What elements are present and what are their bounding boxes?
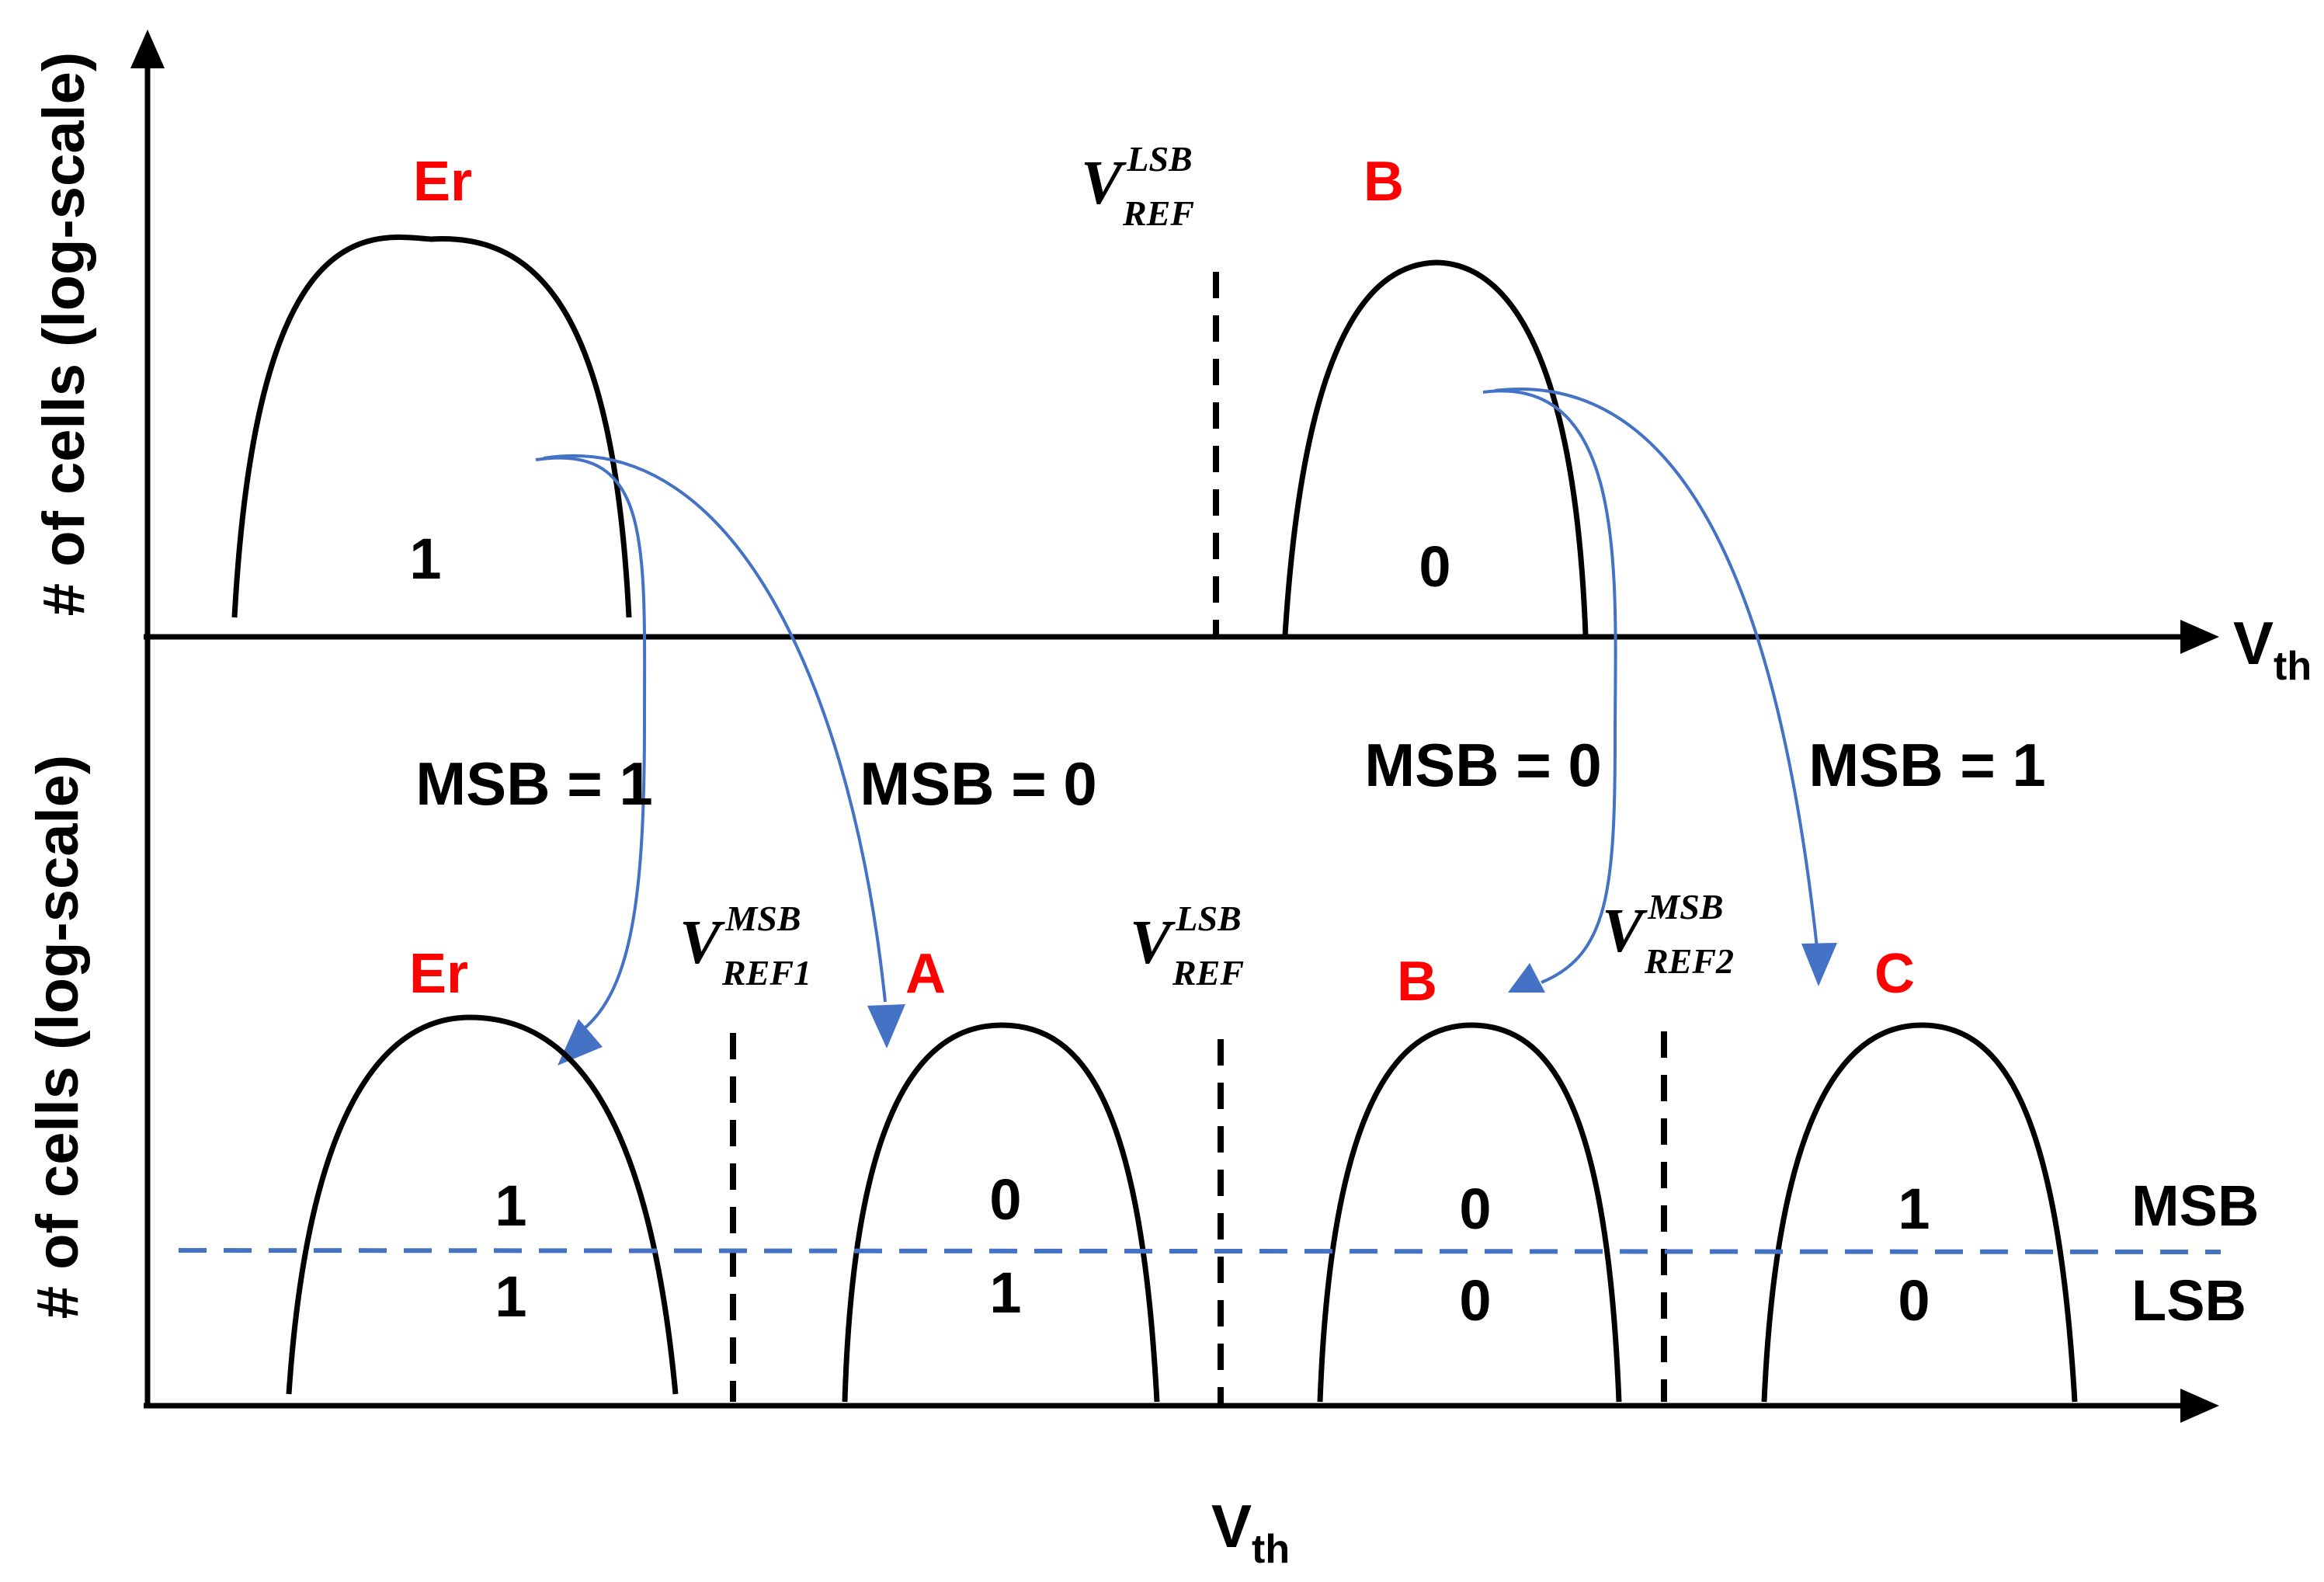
bottom-b-msb-bit: 0 bbox=[1459, 1177, 1491, 1241]
arrow-er-to-a bbox=[543, 454, 887, 1003]
bottom-er-distribution-curve bbox=[286, 1014, 679, 1395]
row-label-msb: MSB bbox=[2131, 1173, 2259, 1238]
top-er-bit: 1 bbox=[409, 527, 441, 591]
bottom-state-c-label: C bbox=[1874, 943, 1915, 1005]
arrow-b-to-b bbox=[1482, 389, 1617, 984]
bottom-a-lsb-bit: 1 bbox=[989, 1260, 1021, 1325]
msb-lsb-divider bbox=[178, 1248, 2222, 1254]
bottom-b-lsb-bit: 0 bbox=[1459, 1268, 1491, 1333]
top-x-axis-title: Vth bbox=[2233, 609, 2312, 689]
row-label-lsb: LSB bbox=[2131, 1268, 2246, 1333]
arrow-er-to-a-head bbox=[867, 1004, 905, 1048]
bottom-c-lsb-bit: 0 bbox=[1898, 1268, 1930, 1333]
bottom-a-msb-bit: 0 bbox=[989, 1167, 1021, 1232]
top-b-distribution-curve bbox=[1282, 259, 1589, 636]
top-state-b-label: B bbox=[1363, 151, 1404, 213]
arrow-er-to-er-head bbox=[558, 1019, 603, 1066]
top-b-bit: 0 bbox=[1419, 534, 1450, 599]
bottom-c-msb-bit: 1 bbox=[1898, 1177, 1930, 1241]
y-axis-arrowhead bbox=[130, 30, 165, 68]
bottom-er-lsb-bit: 1 bbox=[495, 1264, 526, 1329]
top-x-axis-arrowhead bbox=[2180, 620, 2219, 654]
bottom-state-er-label: Er bbox=[409, 943, 468, 1005]
top-er-distribution-curve bbox=[231, 234, 632, 618]
bottom-state-a-label: A bbox=[905, 943, 946, 1005]
arrow-b-to-b-head bbox=[1508, 963, 1545, 993]
top-state-er-label: Er bbox=[413, 151, 472, 213]
bottom-y-axis-title: # of cells (log-scale) bbox=[25, 755, 91, 1319]
bottom-x-axis-title: Vth bbox=[1211, 1492, 1290, 1572]
transition-label-3: MSB = 0 bbox=[1364, 731, 1602, 799]
transition-label-1: MSB = 1 bbox=[415, 749, 653, 818]
arrow-b-to-c-head bbox=[1801, 943, 1837, 986]
arrow-b-to-c bbox=[1494, 388, 1819, 948]
transition-label-4: MSB = 1 bbox=[1808, 731, 2046, 799]
bottom-er-msb-bit: 1 bbox=[495, 1173, 526, 1238]
arrow-er-to-er bbox=[535, 456, 647, 1034]
bottom-state-b-label: B bbox=[1397, 951, 1437, 1013]
top-y-axis-title: # of cells (log-scale) bbox=[31, 52, 97, 616]
bottom-c-distribution-curve bbox=[1761, 1022, 2078, 1403]
bottom-b-distribution-curve bbox=[1317, 1022, 1622, 1403]
bottom-x-axis-arrowhead bbox=[2180, 1389, 2219, 1423]
bottom-a-distribution-curve bbox=[842, 1022, 1160, 1403]
transition-label-2: MSB = 0 bbox=[860, 749, 1097, 818]
